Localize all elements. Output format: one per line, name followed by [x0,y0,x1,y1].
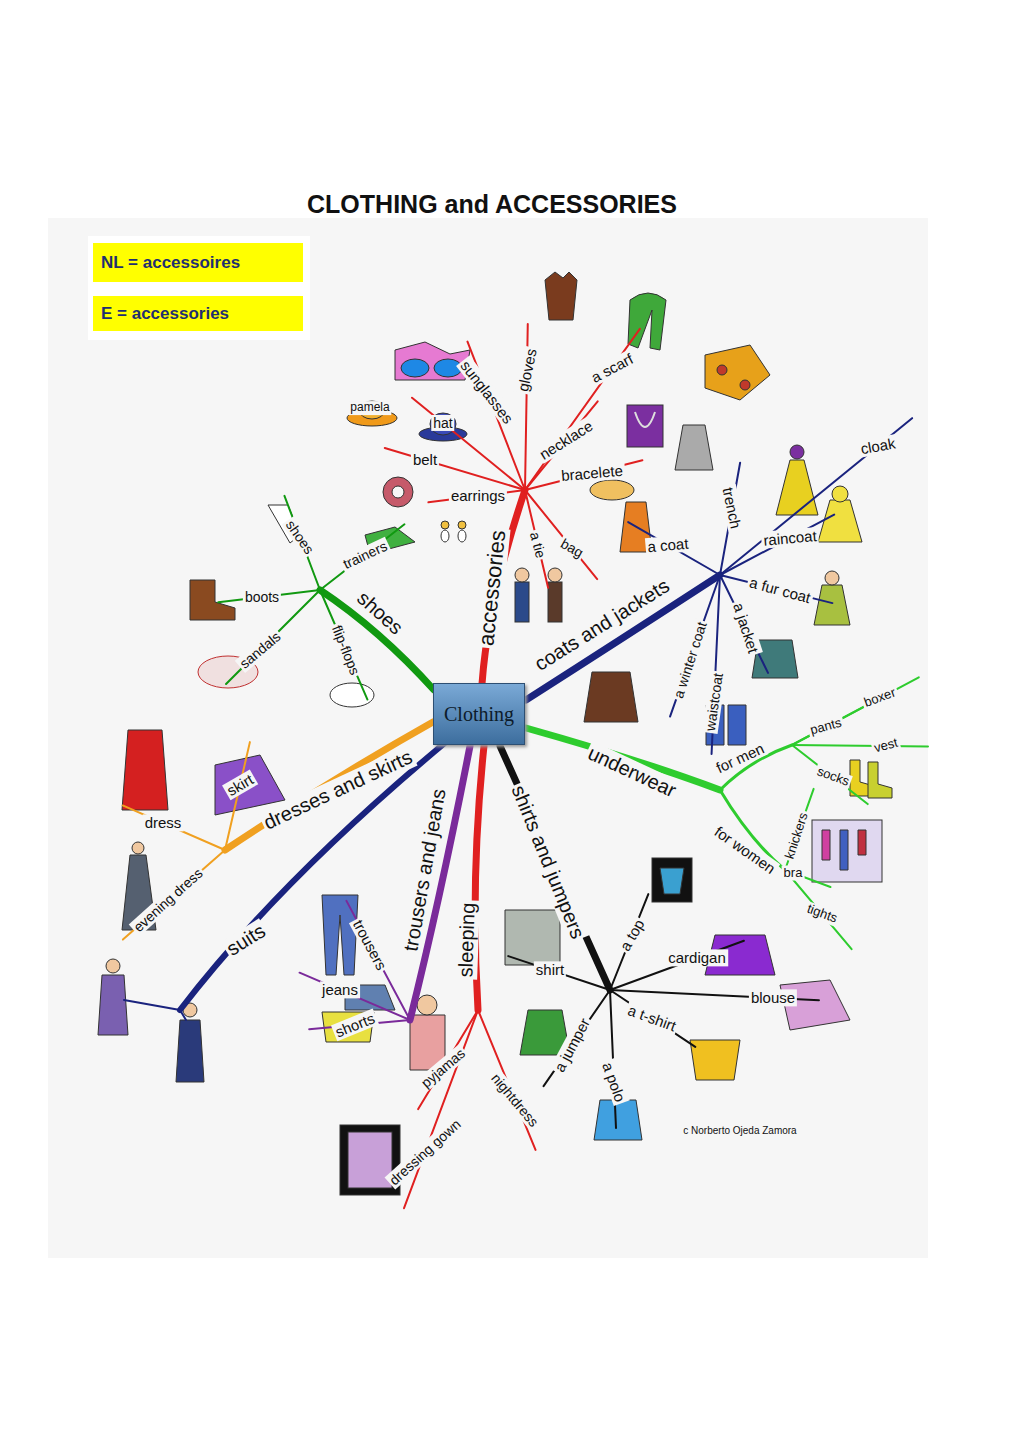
leaf-branch [320,524,404,590]
leaf-label: hat [431,415,454,431]
note-ground [88,236,310,340]
leaf-branch [123,805,225,850]
leaf-branch [525,460,642,490]
leaf-branch [300,973,410,1020]
leaf-branch [610,990,695,1047]
leaf-label: boots [243,589,281,605]
leaf-branch [123,850,225,940]
leaf-label: bra [782,866,805,881]
node-text: NL = accessoires [101,253,240,273]
leaf-label: earrings [449,487,507,504]
leaf-label: c Norberto Ojeda Zamora [681,1125,798,1137]
leaf-label: cardigan [666,949,728,966]
map-ground [48,218,928,1258]
node-text: Clothing [444,703,514,726]
leaf-branch [628,522,720,575]
leaf-branch [508,956,610,990]
leaf-branch [525,329,640,490]
central-topic-box: Clothing [433,683,525,745]
main-branches [124,490,792,1020]
leaf-label: pamela [348,401,391,415]
leaf-branch [720,418,912,575]
leaf-branch [792,677,919,745]
leaf-branch [544,990,610,1086]
illustrations [98,272,892,1195]
leaf-branch [610,894,648,990]
branch-label: sleeping [454,900,480,979]
node-text: E = accessories [101,304,229,324]
leaf-branches [123,324,928,1208]
leaf-branch [792,745,868,804]
leaf-label: jeans [320,981,360,998]
leaf-branch [785,870,852,949]
leaf-branch [525,490,597,579]
leaf-label: blouse [749,989,797,1006]
leaf-label: dress [143,814,184,831]
leaf-branch [385,448,525,490]
leaf-label: belt [411,451,439,468]
note-box: NL = accessoires [93,243,303,282]
leaf-label: shirt [534,961,566,978]
leaf-branch [404,1010,478,1208]
note-box: E = accessories [93,296,303,331]
leaf-branch [346,901,410,1020]
page-title: CLOTHING and ACCESSORIES [307,190,677,219]
leaf-branch [792,745,928,746]
